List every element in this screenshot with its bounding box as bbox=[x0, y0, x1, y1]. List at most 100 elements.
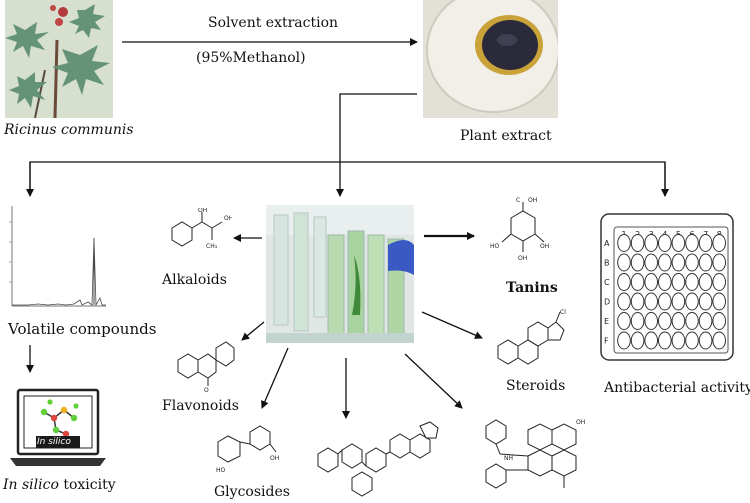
plate-well bbox=[631, 293, 644, 310]
plate-well bbox=[659, 332, 672, 349]
svg-text:OH: OH bbox=[528, 197, 537, 204]
plate-well bbox=[618, 293, 631, 310]
svg-text:CH₃: CH₃ bbox=[206, 243, 218, 250]
steroid-molecule: Cl bbox=[490, 306, 570, 372]
plate-well bbox=[659, 235, 672, 252]
plate-well bbox=[631, 313, 644, 330]
plate-well bbox=[672, 235, 685, 252]
flavonoid-molecule: O bbox=[172, 334, 238, 394]
plate-well bbox=[713, 332, 726, 349]
plate-well bbox=[699, 313, 712, 330]
svg-text:OH: OH bbox=[518, 255, 527, 262]
plate-well bbox=[699, 235, 712, 252]
antibacterial-label: Antibacterial activity bbox=[604, 380, 750, 396]
plate-well bbox=[631, 254, 644, 271]
plate-row-label: A bbox=[604, 239, 610, 248]
plate-well bbox=[686, 313, 699, 330]
chromatogram-plot bbox=[8, 202, 108, 312]
plate-well bbox=[618, 313, 631, 330]
plate-well bbox=[672, 274, 685, 291]
insilico-toxicity-label: In silico toxicity bbox=[3, 477, 116, 493]
insilico-screen-label: In silico bbox=[37, 437, 71, 447]
plate-well bbox=[699, 332, 712, 349]
svg-text:OH: OH bbox=[540, 243, 549, 250]
plate-well bbox=[645, 332, 658, 349]
alkaloid-structure: OH OH CH₃ bbox=[160, 208, 232, 260]
plate-well bbox=[618, 254, 631, 271]
laptop-icon bbox=[10, 388, 106, 472]
svg-text:C: C bbox=[516, 197, 520, 204]
laptop-illustration bbox=[10, 388, 106, 472]
steroid-structure: Cl bbox=[490, 306, 570, 372]
plate-well bbox=[686, 293, 699, 310]
volatile-compounds-label: Volatile compounds bbox=[8, 320, 156, 338]
plate-well bbox=[672, 254, 685, 271]
plate-well bbox=[699, 274, 712, 291]
plate-row-label: C bbox=[604, 278, 610, 287]
flavonoid-structure: O bbox=[172, 334, 238, 394]
alkaloid-molecule: OH OH CH₃ bbox=[160, 208, 232, 260]
svg-text:NH: NH bbox=[504, 455, 513, 462]
gallic-acid-molecule: C OH HO OH OH bbox=[486, 196, 556, 268]
svg-text:OH: OH bbox=[270, 455, 279, 462]
plate-well bbox=[713, 293, 726, 310]
svg-text:OH: OH bbox=[198, 208, 207, 214]
saponin-molecule bbox=[312, 420, 444, 499]
plate-well bbox=[686, 235, 699, 252]
alkaloids-label: Alkaloids bbox=[162, 272, 227, 288]
plate-well bbox=[713, 235, 726, 252]
svg-text:Cl: Cl bbox=[560, 309, 566, 316]
svg-text:HO: HO bbox=[490, 243, 500, 250]
plate-row-label: F bbox=[604, 337, 609, 346]
plate-well bbox=[686, 332, 699, 349]
plate-well bbox=[631, 235, 644, 252]
plate-well bbox=[659, 274, 672, 291]
plate-well bbox=[699, 254, 712, 271]
complex-structure: OH NH bbox=[478, 416, 588, 499]
svg-text:OH: OH bbox=[224, 215, 232, 222]
plate-row-label: D bbox=[604, 298, 610, 307]
plate-well bbox=[645, 235, 658, 252]
plate-well bbox=[672, 313, 685, 330]
plate-well bbox=[618, 332, 631, 349]
svg-text:OH: OH bbox=[576, 419, 585, 426]
flavonoids-label: Flavonoids bbox=[162, 398, 239, 414]
plate-well bbox=[713, 313, 726, 330]
plate-well bbox=[618, 274, 631, 291]
plate-well bbox=[686, 254, 699, 271]
steroids-label: Steroids bbox=[506, 378, 565, 394]
glycosides-label: Glycosides bbox=[214, 484, 290, 500]
plate-well bbox=[645, 254, 658, 271]
glycoside-molecule: HO OH bbox=[212, 418, 282, 476]
plate-well bbox=[659, 293, 672, 310]
plate-well bbox=[645, 274, 658, 291]
plate-well bbox=[631, 274, 644, 291]
insilico-prefix: In silico bbox=[3, 477, 59, 493]
lab-test-tubes-photo bbox=[266, 205, 414, 343]
svg-text:O: O bbox=[204, 387, 209, 394]
tanin-structure: C OH HO OH OH bbox=[486, 196, 556, 268]
plate-well bbox=[713, 254, 726, 271]
tanins-label: Tanins bbox=[506, 280, 558, 296]
plate-well bbox=[618, 235, 631, 252]
plate-well bbox=[631, 332, 644, 349]
svg-text:HO: HO bbox=[216, 467, 226, 474]
plate-well bbox=[645, 313, 658, 330]
test-tubes-illustration bbox=[266, 205, 414, 343]
plate-well bbox=[672, 332, 685, 349]
well-plate-illustration: 12345678ABCDEF bbox=[600, 213, 734, 361]
plate-well bbox=[713, 274, 726, 291]
complex-molecule: OH NH bbox=[478, 416, 588, 499]
plate-well bbox=[686, 274, 699, 291]
plate-well bbox=[659, 254, 672, 271]
saponin-structure bbox=[312, 420, 444, 499]
plate-row-label: B bbox=[604, 259, 610, 268]
gc-chromatogram bbox=[8, 202, 108, 312]
toxicity-suffix: toxicity bbox=[59, 477, 116, 493]
plate-row-label: E bbox=[604, 317, 609, 326]
plate-well bbox=[659, 313, 672, 330]
plate-well bbox=[672, 293, 685, 310]
plate-well bbox=[645, 293, 658, 310]
microplate: 12345678ABCDEF bbox=[600, 213, 734, 361]
plate-well bbox=[699, 293, 712, 310]
